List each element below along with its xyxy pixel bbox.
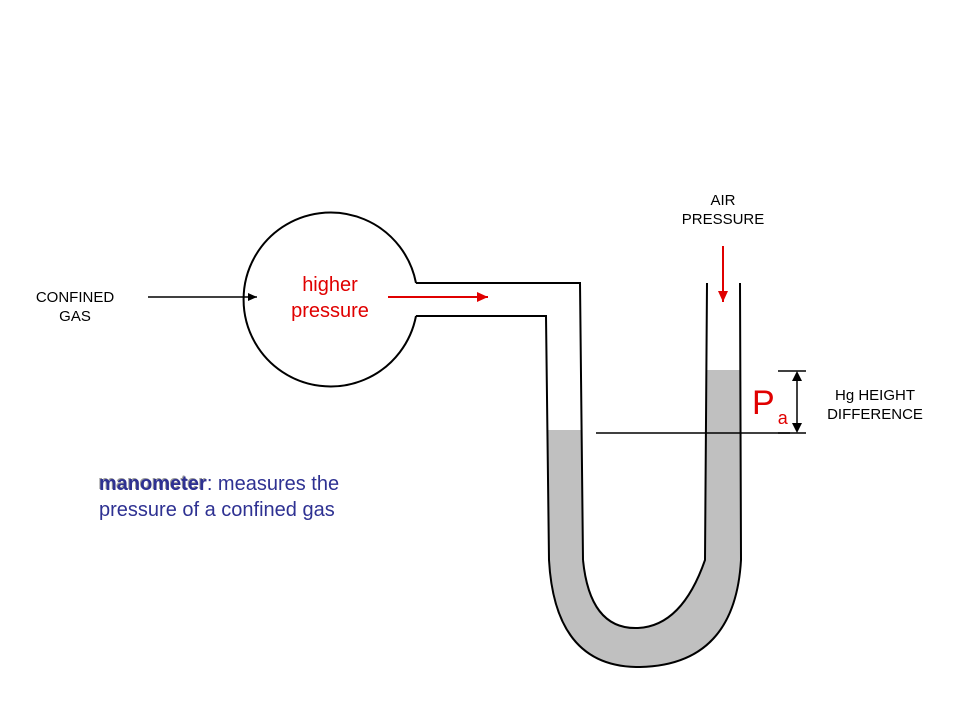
height-arrow-head-bottom — [792, 423, 802, 433]
caption-line1-rest: measures the — [212, 473, 340, 495]
higher-pressure-label: higher pressure — [280, 272, 380, 324]
pa-main: P — [752, 384, 775, 422]
height-arrow-head-top — [792, 371, 802, 381]
confined-gas-line1: CONFINED — [35, 289, 115, 306]
mercury-column — [548, 370, 741, 668]
air-pressure-label: AIR PRESSURE — [663, 191, 783, 229]
hg-height-line1: Hg HEIGHT — [834, 387, 915, 404]
tube-inner-wall — [416, 315, 550, 561]
confined-gas-label: CONFINED GAS — [30, 288, 120, 326]
higher-pressure-line2: pressure — [291, 300, 369, 322]
confined-gas-line2: GAS — [59, 308, 91, 325]
pa-subscript: a — [777, 408, 788, 428]
caption-colon: : — [206, 473, 213, 495]
tube-outer-wall — [416, 282, 584, 561]
manometer-caption: manometer: measures the pressure of a co… — [99, 471, 339, 523]
u-bend-outer — [548, 282, 743, 669]
caption-line1: manometer: measures the — [99, 471, 339, 497]
caption-term: manometer — [99, 473, 207, 495]
u-bend-inner — [582, 282, 708, 630]
gas-bulb — [242, 211, 417, 388]
caption-line2: pressure of a confined gas — [99, 499, 335, 521]
hg-height-line2: DIFFERENCE — [827, 406, 923, 423]
higher-pressure-line1: higher — [302, 274, 358, 296]
hg-height-difference-label: Hg HEIGHT DIFFERENCE — [810, 386, 940, 424]
air-pressure-line1: AIR — [710, 192, 736, 209]
air-pressure-line2: PRESSURE — [681, 211, 765, 228]
